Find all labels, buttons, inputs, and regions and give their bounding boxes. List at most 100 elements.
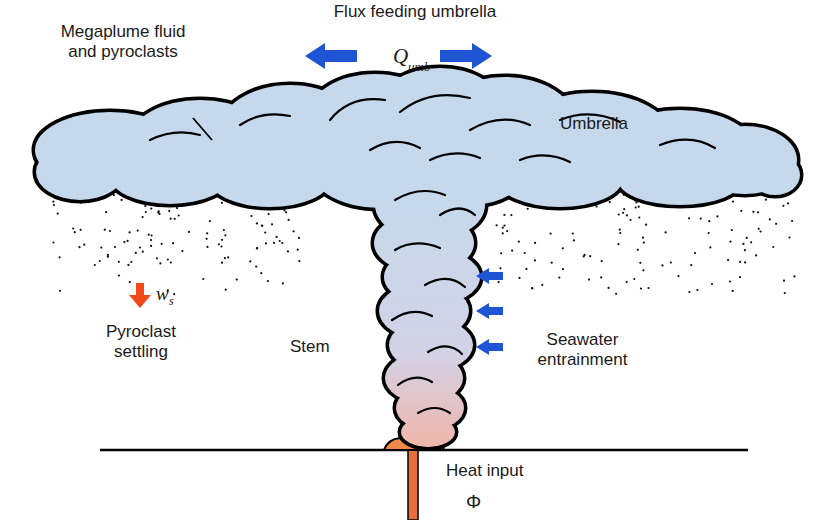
pyroclast-dot	[788, 236, 790, 238]
pyroclast-dot	[496, 224, 498, 226]
pyroclast-dot	[694, 252, 696, 254]
pyroclast-dot	[206, 238, 208, 240]
pyroclast-dot	[167, 258, 169, 260]
pyroclast-dot	[562, 247, 564, 249]
pyroclast-dot	[499, 267, 501, 269]
pyroclast-dot	[137, 230, 139, 232]
pyroclast-dot	[527, 208, 529, 210]
pyroclast-dot	[645, 224, 647, 226]
pyroclast-dot	[752, 211, 754, 213]
pyroclast-dot	[224, 257, 226, 259]
pyroclast-dot	[170, 218, 172, 220]
pyroclast-dot	[787, 202, 789, 204]
cloud-detail	[430, 153, 480, 160]
pyroclast-dot	[151, 234, 153, 236]
pyroclast-dot	[637, 249, 639, 251]
pyroclast-dot	[629, 219, 631, 221]
pyroclast-dot	[750, 241, 752, 243]
pyroclast-dot	[551, 262, 553, 264]
pyroclast-dot	[261, 225, 263, 227]
pyroclast-dot	[758, 228, 760, 230]
cloud-detail	[392, 312, 432, 320]
pyroclast-dot	[142, 251, 144, 253]
pyroclast-dot	[708, 220, 710, 222]
pyroclast-dot	[72, 227, 74, 229]
pyroclast-dot	[99, 260, 101, 262]
cloud-detail	[330, 99, 385, 120]
pyroclast-dot	[293, 230, 295, 232]
pyroclast-dot	[534, 242, 536, 244]
pyroclast-dot	[755, 254, 757, 256]
pyroclast-dot	[731, 229, 733, 231]
pyroclast-dot	[142, 216, 144, 218]
pyroclast-dot	[288, 219, 290, 221]
pyroclast-dot	[83, 244, 85, 246]
pyroclast-dot	[709, 246, 711, 248]
pyroclast-dot	[784, 292, 786, 294]
flux-arrow-right	[440, 43, 492, 69]
cloud-detail	[440, 209, 475, 216]
pyroclast-dot	[729, 241, 731, 243]
pyroclast-dot	[633, 278, 635, 280]
pyroclast-dot	[255, 266, 257, 268]
pyroclast-dot	[583, 255, 585, 257]
pyroclast-dot	[619, 232, 621, 234]
pyroclast-dot	[221, 202, 223, 204]
entrainment-arrow	[476, 303, 503, 319]
pyroclast-dot	[273, 242, 275, 244]
pyroclast-dot	[109, 230, 111, 232]
pyroclast-dot	[127, 264, 129, 266]
cloud-detail	[400, 95, 470, 112]
pyroclast-dot	[744, 261, 746, 263]
pyroclast-dot	[59, 290, 61, 292]
pyroclast-dot	[739, 261, 741, 263]
pyroclast-dot	[727, 259, 729, 261]
cloud-detail	[660, 140, 715, 148]
pyroclast-dot	[298, 237, 300, 239]
pyroclast-dot	[279, 240, 281, 242]
cloud-fill	[35, 68, 800, 447]
cloud-puff-outline	[410, 125, 530, 205]
pyroclast-dot	[534, 259, 536, 261]
pyroclast-dot	[260, 272, 262, 274]
pyroclast-dot	[94, 264, 96, 266]
pyroclast-dot	[732, 290, 734, 292]
cloud-detail	[425, 279, 465, 287]
pyroclast-dot	[550, 233, 552, 235]
cloud-puff-outline	[618, 155, 742, 205]
pyroclast-dot	[100, 247, 102, 249]
pyroclast-dot	[639, 262, 641, 264]
heat-symbol: Φ	[466, 490, 481, 513]
pyroclast-dot	[601, 260, 603, 262]
pyroclast-dot	[221, 262, 223, 264]
pyroclast-dot	[118, 261, 120, 263]
pyroclast-dot	[250, 215, 252, 217]
pyroclast-dot	[256, 247, 258, 249]
pyroclast-dot	[209, 220, 211, 222]
pyroclast-dot	[225, 289, 227, 291]
pyroclast-dot	[700, 218, 702, 220]
pyroclast-dot	[249, 260, 251, 262]
pyroclast-dot	[742, 243, 744, 245]
pyroclast-dot	[150, 245, 152, 247]
pyroclast-dot	[52, 201, 54, 203]
pyroclast-dot	[708, 232, 710, 234]
entrainment-arrow	[476, 339, 503, 355]
pyroclast-dot	[562, 268, 564, 270]
pyroclast-dot	[617, 243, 619, 245]
pyroclast-dot	[181, 250, 183, 252]
pyroclast-dot	[638, 206, 640, 208]
pyroclast-dot	[52, 241, 54, 243]
velocity-symbol: w	[156, 282, 169, 305]
pyroclast-dot	[267, 280, 269, 282]
pyroclast-dot	[118, 274, 120, 276]
pyroclast-dot	[223, 229, 225, 231]
pyroclast-dot	[57, 213, 59, 215]
pyroclast-dot	[525, 268, 527, 270]
pyroclast-dot	[129, 281, 131, 283]
pyroclast-dot	[573, 239, 575, 241]
pyroclast-dot	[107, 256, 109, 258]
pyroclast-dot	[690, 264, 692, 266]
pyroclast-dot	[640, 287, 642, 289]
pyroclast-dot	[524, 252, 526, 254]
